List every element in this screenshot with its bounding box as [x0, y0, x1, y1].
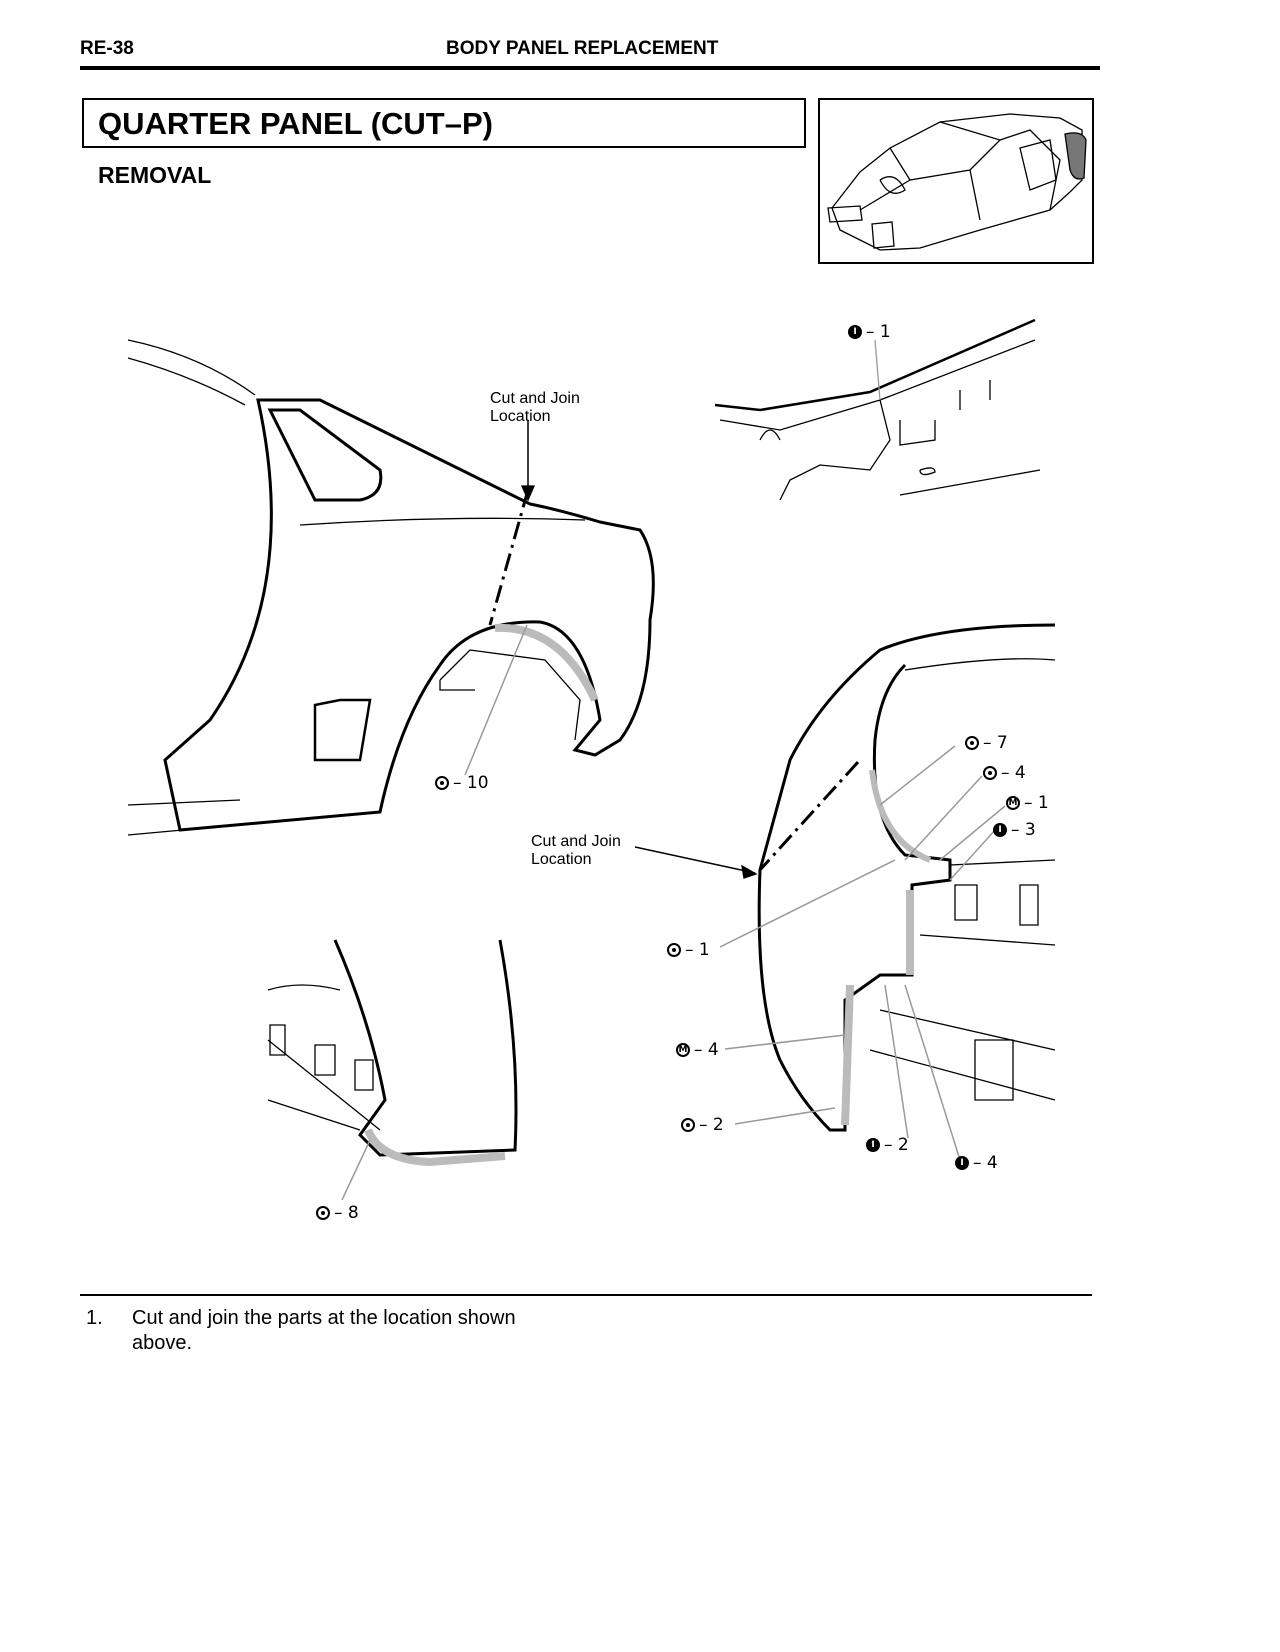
section-subtitle: REMOVAL: [98, 162, 212, 188]
cut-join-callout-1: Cut and Join Location: [490, 390, 580, 426]
weld-count: – 1: [685, 940, 710, 960]
weld-label: – 8: [316, 1203, 359, 1223]
weld-count: – 4: [973, 1153, 998, 1173]
weld-label: I – 3: [993, 820, 1036, 840]
step-line: Cut and join the parts at the location s…: [132, 1307, 516, 1329]
weld-count: – 4: [1001, 763, 1026, 783]
roof-rail-detail-drawing: [714, 318, 1041, 501]
callout-line: Cut and Join: [490, 390, 580, 407]
step-line: above.: [132, 1332, 193, 1354]
header-rule: [80, 66, 1100, 70]
weld-label: – 1: [667, 940, 710, 960]
weld-count: – 2: [699, 1115, 724, 1135]
vehicle-locator-thumbnail: [818, 98, 1094, 264]
step-text: Cut and join the parts at the location s…: [132, 1306, 516, 1356]
weld-label: I – 2: [866, 1135, 909, 1155]
page-title: QUARTER PANEL (CUT–P): [98, 106, 493, 141]
footer-rule: [80, 1294, 1092, 1296]
spot-weld-icon: [667, 943, 681, 957]
cut-join-callout-2: Cut and Join Location: [531, 833, 621, 869]
weld-label: – 10: [435, 773, 489, 793]
brazing-icon: I: [866, 1138, 880, 1152]
callout-line: Cut and Join: [531, 833, 621, 850]
weld-label: – 2: [681, 1115, 724, 1135]
brazing-icon: I: [993, 823, 1007, 837]
weld-label: I – 4: [955, 1153, 998, 1173]
weld-label: – 4: [983, 763, 1026, 783]
title-box: [82, 98, 806, 148]
wheel-arch-detail-drawing: [267, 939, 518, 1201]
brazing-icon: I: [955, 1156, 969, 1170]
spot-weld-icon: [435, 776, 449, 790]
weld-count: – 7: [983, 733, 1008, 753]
mig-weld-icon: M: [676, 1043, 690, 1057]
step-number: 1.: [86, 1307, 103, 1329]
section-title: BODY PANEL REPLACEMENT: [446, 38, 719, 59]
brazing-icon: I: [848, 325, 862, 339]
quarter-panel-drawing: [127, 339, 655, 836]
weld-count: – 10: [453, 773, 489, 793]
car-body-icon: [827, 113, 1087, 251]
spot-weld-icon: [316, 1206, 330, 1220]
spot-weld-icon: [965, 736, 979, 750]
rear-panel-detail-drawing: [634, 623, 1056, 1161]
weld-label: M – 4: [676, 1040, 719, 1060]
callout-line: Location: [531, 851, 592, 868]
weld-count: – 2: [884, 1135, 909, 1155]
weld-label: – 7: [965, 733, 1008, 753]
mig-weld-icon: M: [1006, 796, 1020, 810]
weld-label: I – 1: [848, 322, 891, 342]
weld-count: – 1: [1024, 793, 1049, 813]
diagram-drawings: [127, 318, 1056, 1201]
weld-count: – 8: [334, 1203, 359, 1223]
spot-weld-icon: [983, 766, 997, 780]
callout-line: Location: [490, 408, 551, 425]
weld-count: – 1: [866, 322, 891, 342]
page-code: RE-38: [80, 38, 134, 59]
weld-label: M – 1: [1006, 793, 1049, 813]
spot-weld-icon: [681, 1118, 695, 1132]
weld-count: – 3: [1011, 820, 1036, 840]
weld-count: – 4: [694, 1040, 719, 1060]
